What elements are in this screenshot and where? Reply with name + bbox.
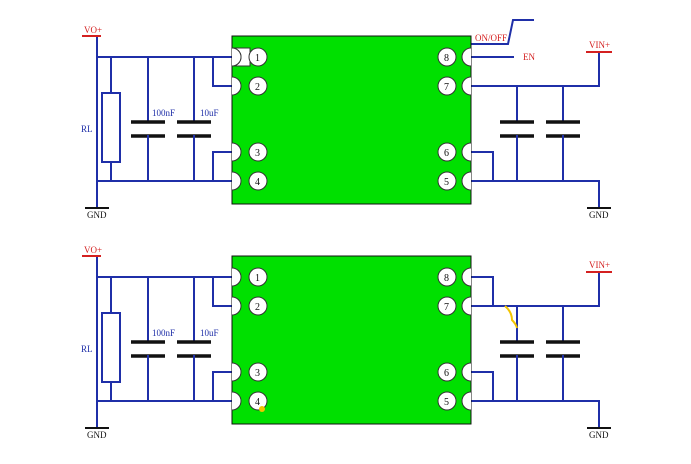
gnd-label-bottom: GND xyxy=(87,430,107,440)
pin-2: 2 xyxy=(248,76,268,96)
circuit-bottom: VO+ GND RL 100nF 10uF VIN+ GND 1 xyxy=(81,245,612,440)
pin-8-bottom: 8 xyxy=(437,267,457,287)
pin-8: 8 xyxy=(437,47,457,67)
svg-text:8: 8 xyxy=(444,53,449,64)
svg-text:1: 1 xyxy=(255,53,260,64)
pin-2-bottom: 2 xyxy=(248,296,268,316)
svg-text:3: 3 xyxy=(255,148,260,159)
gnd-label-right: GND xyxy=(589,210,609,220)
svg-text:6: 6 xyxy=(444,368,449,379)
svg-text:8: 8 xyxy=(444,273,449,284)
vo-plus-label: VO+ xyxy=(84,25,102,35)
cap-10uf-label-bottom: 10uF xyxy=(200,328,219,338)
svg-text:6: 6 xyxy=(444,148,449,159)
svg-text:5: 5 xyxy=(444,177,449,188)
circuit-top: VO+ GND RL 100nF 10uF ON/OFF xyxy=(81,19,612,220)
right-wiring-top xyxy=(466,51,600,209)
svg-text:7: 7 xyxy=(444,82,449,93)
pin-4-marker xyxy=(259,406,265,412)
cap-10uf-label: 10uF xyxy=(200,108,219,118)
en-label: EN xyxy=(523,52,535,62)
resistor-rl-bottom xyxy=(101,312,121,383)
svg-text:7: 7 xyxy=(444,302,449,313)
svg-text:4: 4 xyxy=(255,177,260,188)
pin-4-bottom: 4 xyxy=(248,391,268,411)
pin-5-bottom: 5 xyxy=(437,391,457,411)
svg-text:3: 3 xyxy=(255,368,260,379)
right-wiring-bottom xyxy=(466,271,600,429)
pin-7: 7 xyxy=(437,76,457,96)
cap-100nf-label: 100nF xyxy=(152,108,175,118)
svg-text:5: 5 xyxy=(444,397,449,408)
rl-label: RL xyxy=(81,124,93,134)
resistor-rl xyxy=(101,92,121,163)
left-wiring-top xyxy=(96,35,233,209)
cap-100nf-label-bottom: 100nF xyxy=(152,328,175,338)
pin-1-bottom: 1 xyxy=(248,267,268,287)
svg-text:2: 2 xyxy=(255,82,260,93)
pin-6: 6 xyxy=(437,142,457,162)
ic-chip-bottom xyxy=(231,255,472,425)
svg-text:1: 1 xyxy=(255,273,260,284)
svg-text:2: 2 xyxy=(255,302,260,313)
gnd-label: GND xyxy=(87,210,107,220)
gnd-label-right-bottom: GND xyxy=(589,430,609,440)
pin-3: 3 xyxy=(248,142,268,162)
pin-5: 5 xyxy=(437,171,457,191)
pin-7-bottom: 7 xyxy=(437,296,457,316)
ic-chip xyxy=(231,35,472,205)
vin-plus-label-bottom: VIN+ xyxy=(589,260,610,270)
jumper-mark xyxy=(504,305,518,329)
rl-label-bottom: RL xyxy=(81,344,93,354)
vin-plus-label: VIN+ xyxy=(589,40,610,50)
pin-3-bottom: 3 xyxy=(248,362,268,382)
pin-6-bottom: 6 xyxy=(437,362,457,382)
on-off-label: ON/OFF xyxy=(475,33,507,43)
svg-text:4: 4 xyxy=(255,397,260,408)
vo-plus-label-bottom: VO+ xyxy=(84,245,102,255)
pin-1: 1 xyxy=(231,47,268,67)
pin-4: 4 xyxy=(248,171,268,191)
left-wiring-bottom xyxy=(96,255,233,429)
